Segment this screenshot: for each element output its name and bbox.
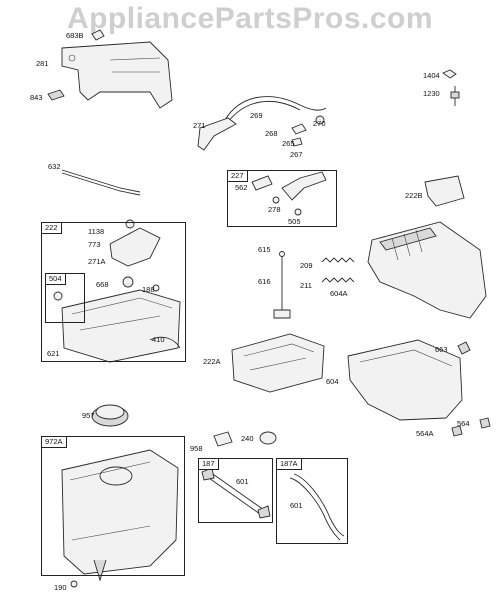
part-number-240[interactable]: 240 xyxy=(241,434,254,443)
part-683B-screw[interactable] xyxy=(91,29,105,41)
part-222-assembly[interactable] xyxy=(61,219,181,363)
part-604A-shroud[interactable] xyxy=(367,221,487,319)
part-number-564[interactable]: 564 xyxy=(457,419,470,428)
part-number-958[interactable]: 958 xyxy=(190,444,203,453)
part-number-222B[interactable]: 222B xyxy=(405,191,423,200)
part-number-604A[interactable]: 604A xyxy=(330,289,348,298)
part-number-621[interactable]: 621 xyxy=(47,349,60,358)
part-number-410[interactable]: 410 xyxy=(152,335,165,344)
part-number-843[interactable]: 843 xyxy=(30,93,43,102)
part-958-valve[interactable] xyxy=(213,431,233,447)
inset-box-504: 504 xyxy=(45,273,85,323)
part-187A-hose[interactable] xyxy=(289,473,345,541)
inset-box-222: 222 xyxy=(41,222,186,362)
inset-label-972A: 972A xyxy=(42,437,67,448)
part-268-clip[interactable] xyxy=(291,123,307,147)
part-number-278[interactable]: 278 xyxy=(268,205,281,214)
part-281-bracket[interactable] xyxy=(61,41,173,109)
part-number-268[interactable]: 268 xyxy=(265,129,278,138)
inset-box-972A: 972A xyxy=(41,436,185,576)
inset-box-187: 187 xyxy=(198,458,273,523)
part-number-957[interactable]: 957 xyxy=(82,411,95,420)
part-271-lever[interactable] xyxy=(197,117,237,151)
part-number-604[interactable]: 604 xyxy=(326,377,339,386)
part-187-hose[interactable] xyxy=(201,467,271,519)
part-number-601-187[interactable]: 601 xyxy=(236,477,249,486)
part-number-562[interactable]: 562 xyxy=(235,183,248,192)
part-663-screw[interactable] xyxy=(457,341,471,355)
part-240-filter[interactable] xyxy=(259,431,277,445)
part-number-564A[interactable]: 564A xyxy=(416,429,434,438)
part-222A-plate[interactable] xyxy=(231,333,325,393)
inset-label-227: 227 xyxy=(228,171,248,182)
inset-label-504: 504 xyxy=(46,274,66,285)
part-564A-screw[interactable] xyxy=(451,425,463,437)
inset-label-222: 222 xyxy=(42,223,62,234)
part-1404-nut[interactable] xyxy=(442,69,457,79)
part-number-663[interactable]: 663 xyxy=(435,345,448,354)
part-222B-bracket[interactable] xyxy=(424,175,465,207)
part-number-668[interactable]: 668 xyxy=(96,280,109,289)
part-number-222A[interactable]: 222A xyxy=(203,357,221,366)
part-number-683B[interactable]: 683B xyxy=(66,31,84,40)
inset-label-187: 187 xyxy=(199,459,219,470)
part-number-505[interactable]: 505 xyxy=(288,217,301,226)
part-number-267[interactable]: 267 xyxy=(290,150,303,159)
inset-box-227: 227 xyxy=(227,170,337,227)
part-number-188[interactable]: 188 xyxy=(142,285,155,294)
inset-box-187A: 187A xyxy=(276,458,348,544)
part-269-cable[interactable] xyxy=(224,96,327,123)
part-number-190[interactable]: 190 xyxy=(54,583,67,592)
part-number-209[interactable]: 209 xyxy=(300,261,313,270)
part-632-link[interactable] xyxy=(61,169,141,196)
part-number-271[interactable]: 271 xyxy=(193,121,206,130)
part-843[interactable] xyxy=(47,89,65,101)
part-number-773[interactable]: 773 xyxy=(88,240,101,249)
part-number-271A[interactable]: 271A xyxy=(88,257,106,266)
part-211-spring[interactable] xyxy=(321,277,355,283)
part-1230[interactable] xyxy=(450,86,460,106)
part-number-265[interactable]: 265 xyxy=(282,139,295,148)
part-209-spring[interactable] xyxy=(321,257,355,263)
part-227-assembly[interactable] xyxy=(251,171,327,216)
part-number-632[interactable]: 632 xyxy=(48,162,61,171)
part-504[interactable] xyxy=(53,291,63,301)
part-number-270[interactable]: 270 xyxy=(313,119,326,128)
part-number-281[interactable]: 281 xyxy=(36,59,49,68)
part-190[interactable] xyxy=(70,580,78,588)
part-number-269[interactable]: 269 xyxy=(250,111,263,120)
part-270[interactable] xyxy=(315,115,325,125)
part-number-601-187A[interactable]: 601 xyxy=(290,501,303,510)
inset-label-187A: 187A xyxy=(277,459,302,470)
part-604-shroud[interactable] xyxy=(347,339,463,421)
part-number-616[interactable]: 616 xyxy=(258,277,271,286)
part-number-1404[interactable]: 1404 xyxy=(423,71,440,80)
part-number-615[interactable]: 615 xyxy=(258,245,271,254)
part-number-1138[interactable]: 1138 xyxy=(88,227,105,236)
part-number-211[interactable]: 211 xyxy=(300,281,312,290)
part-972A-fuel-tank[interactable] xyxy=(61,449,179,582)
watermark: AppliancePartsPros.com xyxy=(66,2,434,35)
part-616-rod[interactable] xyxy=(273,251,291,319)
part-957-fuel-cap[interactable] xyxy=(91,404,129,427)
part-564-screw[interactable] xyxy=(479,417,491,429)
part-number-1230[interactable]: 1230 xyxy=(423,89,440,98)
